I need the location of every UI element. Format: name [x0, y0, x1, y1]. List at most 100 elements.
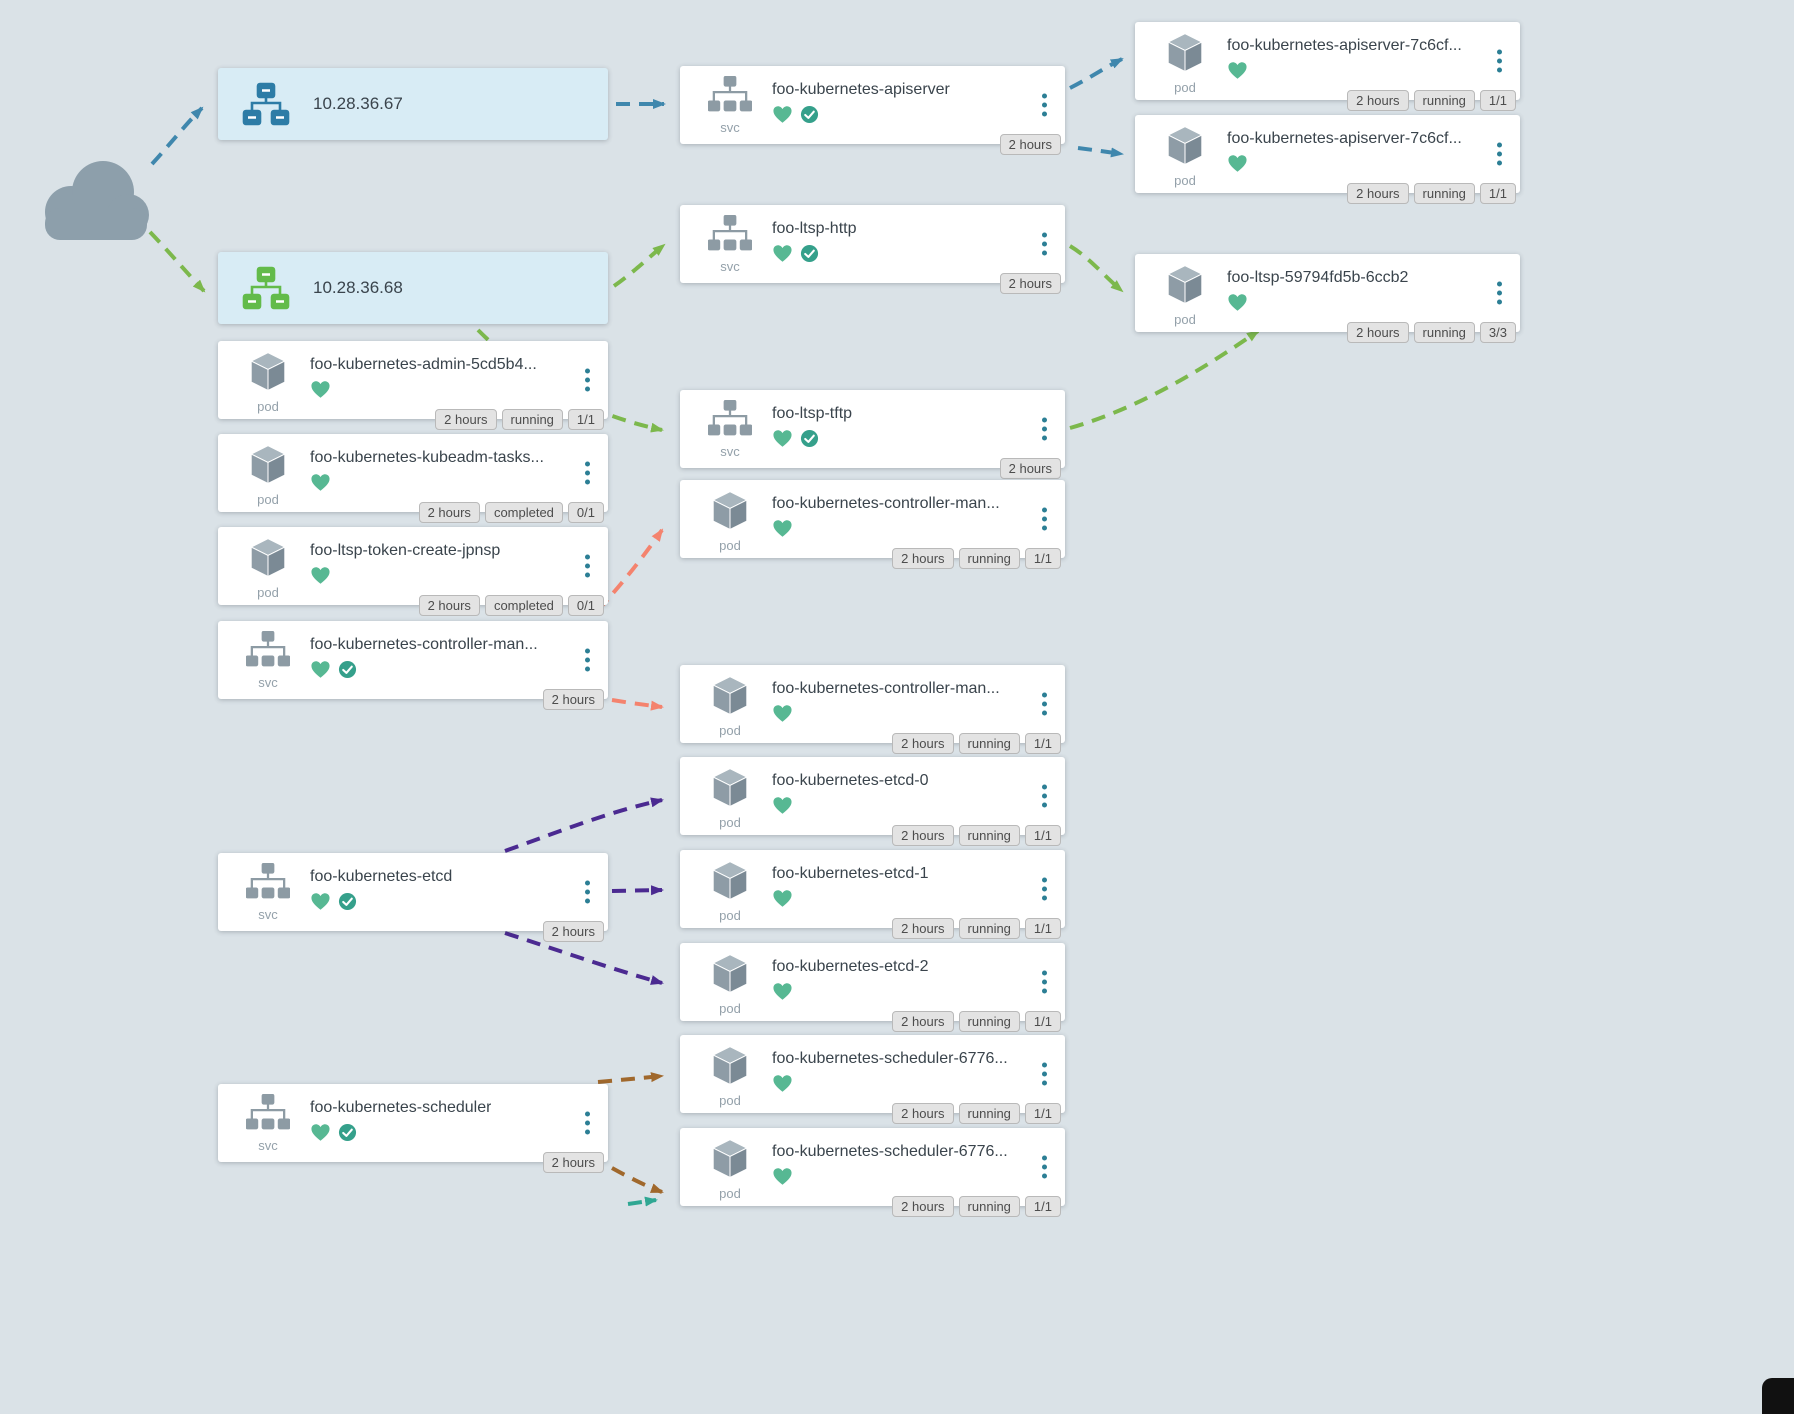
host-card[interactable]: 10.28.36.68 [218, 252, 608, 324]
pod-card[interactable]: pod foo-kubernetes-admin-5cd5b4... 2 hou… [218, 341, 608, 430]
card-title: foo-ltsp-token-create-jpnsp [310, 542, 501, 559]
host-network-icon [242, 82, 290, 131]
check-circle-icon [338, 1123, 357, 1142]
service-card[interactable]: svc foo-kubernetes-apiserver 2 hours [680, 66, 1065, 155]
kebab-menu-icon[interactable] [1038, 90, 1051, 121]
cutoff-corner-element [1762, 1378, 1794, 1414]
kebab-menu-icon[interactable] [1493, 46, 1506, 77]
ratio-badge: 3/3 [1479, 322, 1516, 343]
age-badge: 2 hours [1347, 322, 1409, 343]
card-title: foo-ltsp-59794fd5b-6ccb2 [1227, 269, 1409, 286]
service-card[interactable]: svc foo-kubernetes-etcd 2 hours [218, 853, 608, 942]
pod-card[interactable]: pod foo-kubernetes-controller-man... 2 h… [680, 665, 1065, 754]
kebab-menu-icon[interactable] [1038, 781, 1051, 812]
status-badge: running [958, 825, 1020, 846]
ratio-badge: 1/1 [1024, 918, 1061, 939]
pod-card[interactable]: pod foo-kubernetes-scheduler-6776... 2 h… [680, 1128, 1065, 1217]
card-title: foo-kubernetes-apiserver-7c6cf... [1227, 37, 1462, 54]
kebab-menu-icon[interactable] [581, 877, 594, 908]
pod-card[interactable]: pod foo-ltsp-token-create-jpnsp 2 hours … [218, 527, 608, 616]
status-badge: running [958, 918, 1020, 939]
service-card[interactable]: svc foo-kubernetes-scheduler 2 hours [218, 1084, 608, 1173]
kind-label: pod [719, 538, 741, 553]
kebab-menu-icon[interactable] [1038, 414, 1051, 445]
kebab-menu-icon[interactable] [1038, 229, 1051, 260]
service-card[interactable]: svc foo-kubernetes-controller-man... 2 h… [218, 621, 608, 710]
health-heart-icon [773, 245, 792, 262]
kind-label: pod [1174, 312, 1196, 327]
status-badge: running [958, 1011, 1020, 1032]
kebab-menu-icon[interactable] [1038, 967, 1051, 998]
kebab-menu-icon[interactable] [1038, 1152, 1051, 1183]
cloud-icon[interactable] [35, 152, 153, 244]
card-title: foo-kubernetes-etcd-2 [772, 958, 929, 975]
status-badge: running [1413, 90, 1475, 111]
ratio-badge: 1/1 [1024, 733, 1061, 754]
pod-cube-icon: pod [702, 860, 758, 922]
service-icon: svc [702, 75, 758, 135]
kebab-menu-icon[interactable] [581, 458, 594, 489]
kebab-menu-icon[interactable] [1038, 1059, 1051, 1090]
ratio-badge: 0/1 [567, 595, 604, 616]
kind-label: svc [720, 120, 740, 135]
pod-card[interactable]: pod foo-kubernetes-etcd-2 2 hours runnin… [680, 943, 1065, 1032]
edge-host2-to-ltsp-http [612, 243, 666, 288]
health-heart-icon [311, 1124, 330, 1141]
pod-cube-icon: pod [240, 444, 296, 506]
card-title: foo-kubernetes-controller-man... [772, 495, 1000, 512]
ratio-badge: 1/1 [1024, 1011, 1061, 1032]
pod-card[interactable]: pod foo-kubernetes-etcd-1 2 hours runnin… [680, 850, 1065, 939]
pod-card[interactable]: pod foo-kubernetes-apiserver-7c6cf... 2 … [1135, 22, 1520, 111]
ratio-badge: 1/1 [567, 409, 604, 430]
card-title: foo-kubernetes-scheduler-6776... [772, 1143, 1008, 1160]
pod-card[interactable]: pod foo-kubernetes-scheduler-6776... 2 h… [680, 1035, 1065, 1124]
age-badge: 2 hours [892, 1196, 954, 1217]
host-ip: 10.28.36.67 [313, 94, 403, 113]
kebab-menu-icon[interactable] [1038, 689, 1051, 720]
edge-teal-to-scheduler-pod2 [627, 1196, 658, 1207]
kind-label: pod [719, 1093, 741, 1108]
edge-cloud-to-host1 [150, 106, 204, 166]
age-badge: 2 hours [542, 1152, 604, 1173]
kebab-menu-icon[interactable] [581, 1108, 594, 1139]
kebab-menu-icon[interactable] [581, 365, 594, 396]
card-title: foo-kubernetes-apiserver [772, 81, 950, 98]
check-circle-icon [800, 429, 819, 448]
card-title: foo-kubernetes-etcd-1 [772, 865, 929, 882]
pod-card[interactable]: pod foo-kubernetes-controller-man... 2 h… [680, 480, 1065, 569]
status-badge: running [958, 548, 1020, 569]
age-badge: 2 hours [892, 1011, 954, 1032]
ratio-badge: 0/1 [567, 502, 604, 523]
health-heart-icon [773, 890, 792, 907]
kebab-menu-icon[interactable] [1038, 504, 1051, 535]
kind-label: svc [720, 259, 740, 274]
pod-cube-icon: pod [702, 675, 758, 737]
ratio-badge: 1/1 [1024, 548, 1061, 569]
kebab-menu-icon[interactable] [581, 551, 594, 582]
edge-etcd-svc-to-etcd1 [611, 885, 664, 896]
edge-cloud-to-host2 [148, 230, 206, 293]
edge-apiserver-svc-to-pod1 [1069, 57, 1124, 90]
health-heart-icon [773, 106, 792, 123]
kebab-menu-icon[interactable] [581, 645, 594, 676]
kebab-menu-icon[interactable] [1493, 139, 1506, 170]
host-card[interactable]: 10.28.36.67 [218, 68, 608, 140]
health-heart-icon [311, 893, 330, 910]
pod-card[interactable]: pod foo-kubernetes-kubeadm-tasks... 2 ho… [218, 434, 608, 523]
status-badge: completed [484, 595, 563, 616]
pod-cube-icon: pod [702, 953, 758, 1015]
health-heart-icon [773, 1075, 792, 1092]
health-heart-icon [773, 430, 792, 447]
pod-card[interactable]: pod foo-kubernetes-apiserver-7c6cf... 2 … [1135, 115, 1520, 204]
host-ip: 10.28.36.68 [313, 278, 403, 297]
kebab-menu-icon[interactable] [1493, 278, 1506, 309]
pod-card[interactable]: pod foo-kubernetes-etcd-0 2 hours runnin… [680, 757, 1065, 846]
kebab-menu-icon[interactable] [1038, 874, 1051, 905]
check-circle-icon [800, 244, 819, 263]
age-badge: 2 hours [1347, 183, 1409, 204]
service-card[interactable]: svc foo-ltsp-http 2 hours [680, 205, 1065, 294]
edge-ltsp-tftp-to-ltsp-pod [1069, 329, 1260, 430]
pod-card[interactable]: pod foo-ltsp-59794fd5b-6ccb2 2 hours run… [1135, 254, 1520, 343]
service-card[interactable]: svc foo-ltsp-tftp 2 hours [680, 390, 1065, 479]
